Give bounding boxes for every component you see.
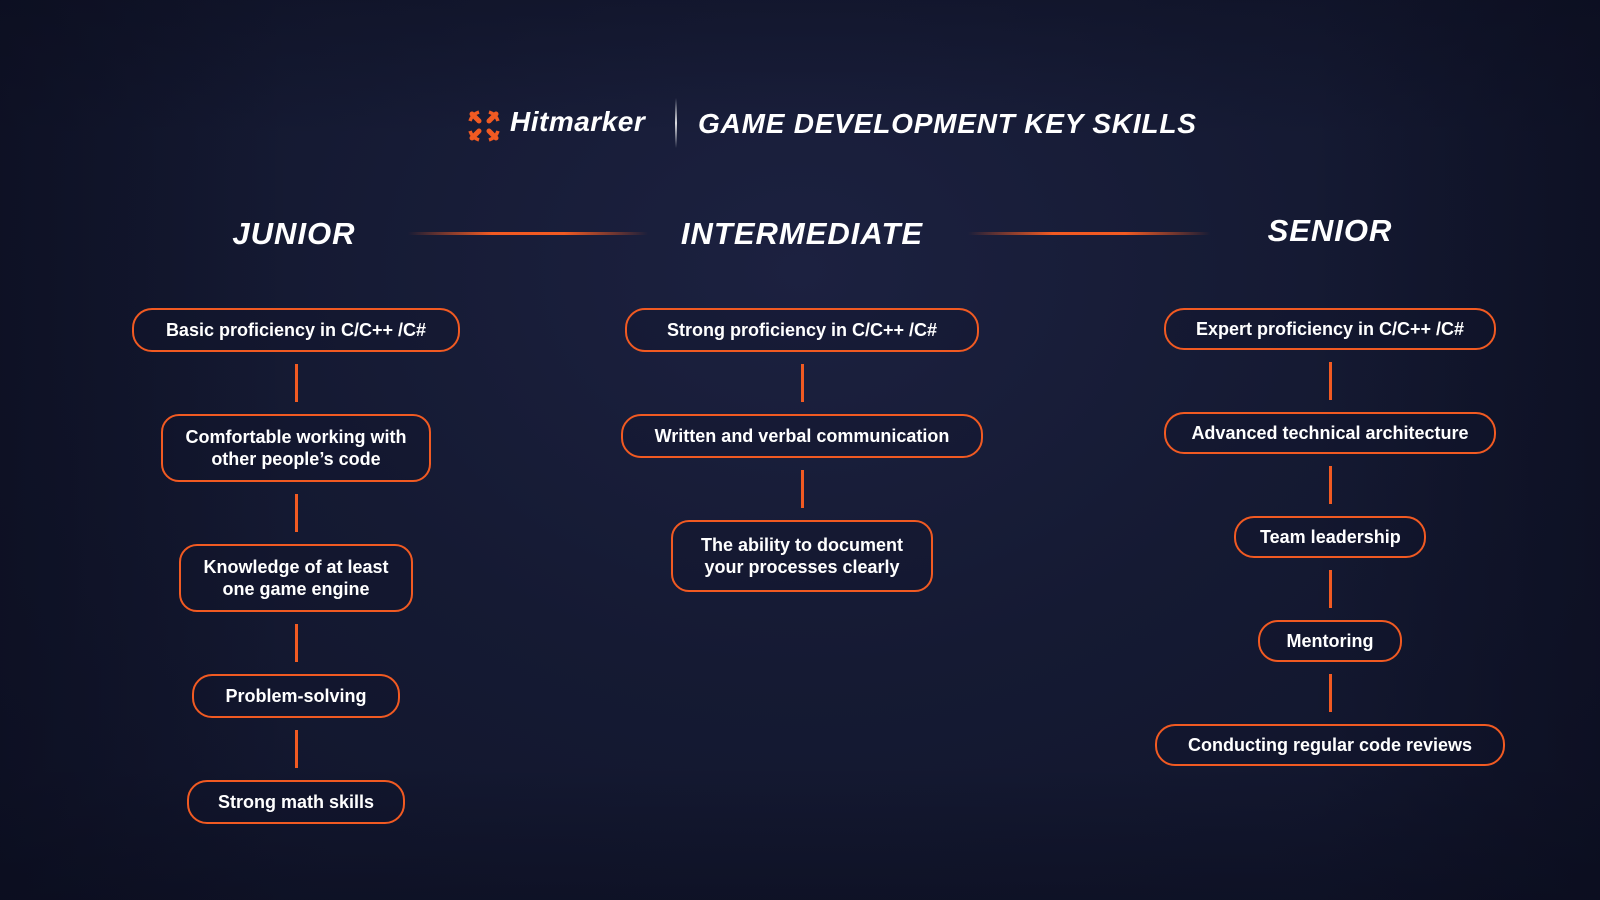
senior-skills-column: Expert proficiency in C/C++ /C# Advanced…	[1140, 308, 1520, 766]
skill-pill: Conducting regular code reviews	[1155, 724, 1505, 766]
level-connector-junior-intermediate	[408, 232, 648, 235]
skill-connector-line	[1328, 570, 1332, 608]
intermediate-skills-column: Strong proficiency in C/C++ /C# Written …	[612, 308, 992, 592]
page-title: GAME DEVELOPMENT KEY SKILLS	[698, 108, 1197, 139]
skill-pill: Strong proficiency in C/C++ /C#	[625, 308, 979, 352]
skill-pill: Written and verbal communication	[621, 414, 983, 458]
skill-pill: Knowledge of at least one game engine	[179, 544, 413, 612]
skill-pill: The ability to document your processes c…	[671, 520, 933, 592]
level-connector-intermediate-senior	[968, 232, 1210, 235]
skill-connector-line	[1328, 362, 1332, 400]
skill-connector-line	[294, 624, 298, 662]
skill-pill: Mentoring	[1258, 620, 1402, 662]
skill-pill: Expert proficiency in C/C++ /C#	[1164, 308, 1496, 350]
skill-pill: Problem-solving	[192, 674, 400, 718]
skill-pill: Basic proficiency in C/C++ /C#	[132, 308, 460, 352]
skill-connector-line	[800, 470, 804, 508]
skill-connector-line	[1328, 674, 1332, 712]
crosshair-icon	[468, 110, 500, 142]
level-title-intermediate: INTERMEDIATE	[680, 216, 924, 251]
brand-logo-text: Hitmarker	[510, 106, 646, 137]
skill-connector-line	[294, 494, 298, 532]
junior-skills-column: Basic proficiency in C/C++ /C# Comfortab…	[106, 308, 486, 824]
level-title-senior: SENIOR	[1267, 213, 1393, 248]
skill-pill: Strong math skills	[187, 780, 405, 824]
skill-pill: Comfortable working with other people’s …	[161, 414, 431, 482]
skill-pill: Team leadership	[1234, 516, 1426, 558]
level-title-junior: JUNIOR	[232, 216, 356, 251]
header: Hitmarker GAME DEVELOPMENT KEY SKILLS	[0, 98, 1600, 154]
header-divider	[675, 98, 677, 148]
skill-connector-line	[294, 730, 298, 768]
skill-connector-line	[294, 364, 298, 402]
skill-pill: Advanced technical architecture	[1164, 412, 1496, 454]
skill-connector-line	[1328, 466, 1332, 504]
skill-connector-line	[800, 364, 804, 402]
